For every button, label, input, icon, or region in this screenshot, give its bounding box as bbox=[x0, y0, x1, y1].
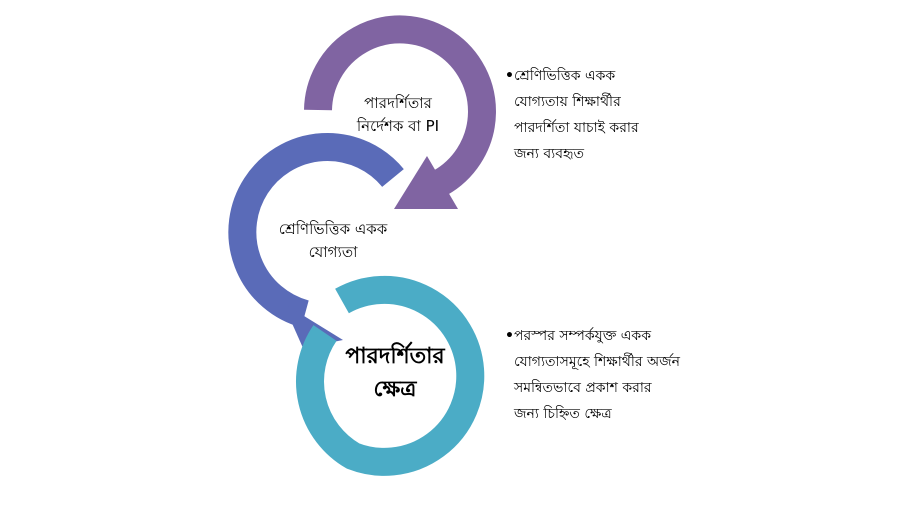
top-note-line-2: যোগ্যতায় শিক্ষার্থীর bbox=[514, 94, 621, 110]
bottom-note: •পরস্পর সম্পর্কযুক্ত একক যোগ্যতাসমূহে শি… bbox=[505, 323, 680, 427]
bottom-note-line-1-text: পরস্পর সম্পর্কযুক্ত একক bbox=[513, 328, 651, 344]
ring-top bbox=[304, 15, 496, 209]
ring-bottom-label: পারদর্শিতার ক্ষেত্র bbox=[328, 340, 462, 406]
ring-middle-label-line-2: যোগ্যতা bbox=[308, 243, 358, 262]
bottom-note-line-3: সমন্বিতভাবে প্রকাশ করার bbox=[514, 380, 652, 396]
top-note-line-4: জন্য ব্যবহৃত bbox=[514, 146, 585, 162]
ring-middle-label-line-1: শ্রেণিভিত্তিক একক bbox=[278, 220, 388, 238]
ring-top-label-line-2: নির্দেশক বা PI bbox=[356, 117, 440, 136]
ring-bottom-arc bbox=[296, 275, 485, 476]
top-note-line-1: •শ্রেণিভিত্তিক একক bbox=[505, 63, 639, 89]
bullet-icon: • bbox=[505, 328, 514, 344]
ring-top-arc bbox=[304, 15, 496, 196]
ring-middle-label: শ্রেণিভিত্তিক একক যোগ্যতা bbox=[268, 218, 398, 265]
bottom-note-line-1: •পরস্পর সম্পর্কযুক্ত একক bbox=[505, 323, 680, 349]
bottom-note-line-2: যোগ্যতাসমূহে শিক্ষার্থীর অর্জন bbox=[514, 354, 680, 370]
top-note-line-1-text: শ্রেণিভিত্তিক একক bbox=[513, 68, 616, 84]
ring-bottom-label-line-1: পারদর্শিতার bbox=[345, 344, 445, 369]
top-note-line-3: পারদর্শিতা যাচাই করার bbox=[514, 120, 639, 136]
ring-top-label: পারদর্শিতার নির্দেশক বা PI bbox=[336, 92, 460, 139]
ring-bottom-label-line-2: ক্ষেত্র bbox=[373, 377, 417, 402]
bullet-icon: • bbox=[505, 68, 514, 84]
ring-top-label-line-1: পারদর্শিতার bbox=[364, 94, 432, 112]
top-note: •শ্রেণিভিত্তিক একক যোগ্যতায় শিক্ষার্থীর… bbox=[505, 63, 639, 167]
ring-bottom bbox=[296, 275, 485, 476]
bottom-note-line-4: জন্য চিহ্নিত ক্ষেত্র bbox=[514, 406, 612, 422]
ring-middle-arc bbox=[228, 133, 404, 328]
ring-top-arrowhead bbox=[394, 156, 458, 209]
